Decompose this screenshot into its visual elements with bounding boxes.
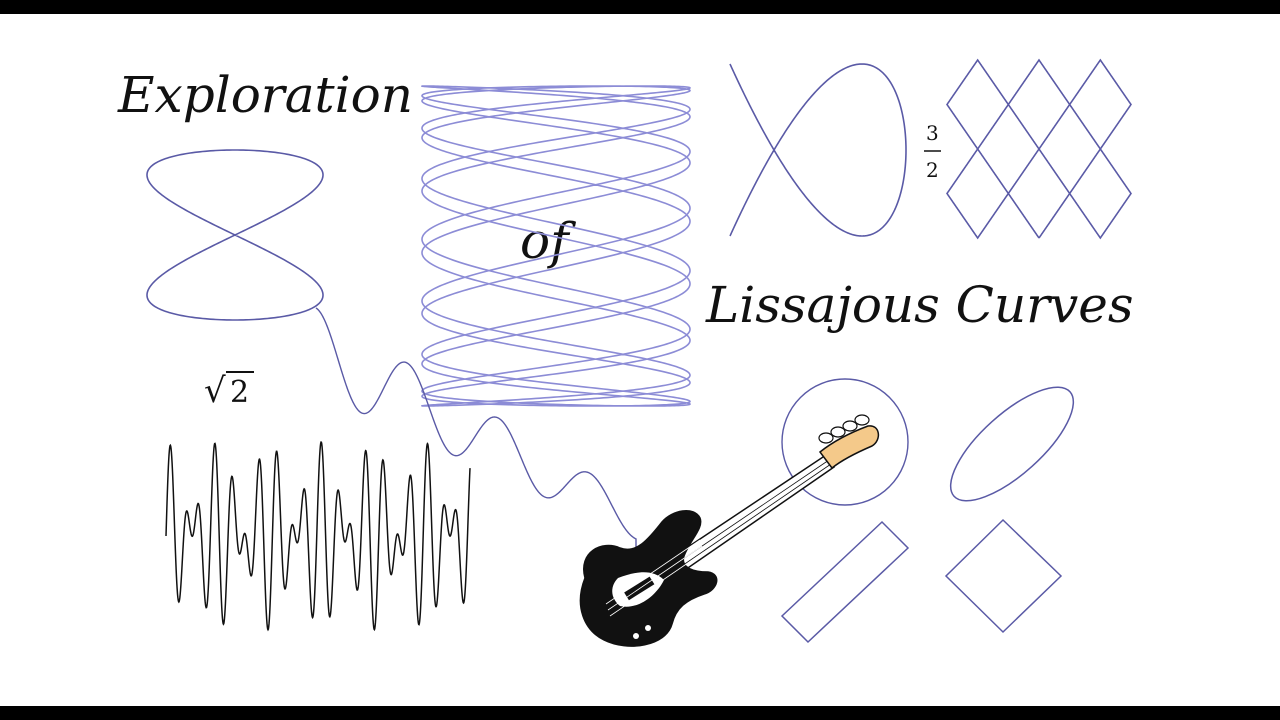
title-lissajous-curves: Lissajous Curves: [705, 276, 1134, 334]
letterbox-bottom: [0, 706, 1280, 720]
dense-lissajous-curve: [420, 85, 691, 407]
letterbox-top: [0, 0, 1280, 14]
tilted-ellipse-curve: [949, 386, 1075, 502]
svg-text:√: √: [204, 371, 226, 411]
sqrt-two-waveform: [165, 441, 471, 632]
three-two-lissajous-curve: [729, 63, 907, 237]
headstock-magnifier-circle: [781, 378, 909, 506]
bass-guitar-icon: [579, 414, 880, 647]
decaying-string-line: [315, 307, 637, 548]
diamond-curve: [944, 518, 1063, 634]
figure-eight-curve: [146, 149, 324, 321]
svg-text:3: 3: [926, 121, 939, 145]
diamond-lattice-curve: [946, 58, 1132, 240]
svg-text:2: 2: [926, 158, 939, 182]
title-exploration: Exploration: [117, 66, 413, 124]
three-halves-label: 3 2: [924, 121, 941, 182]
sqrt-two-label: √ 2: [204, 371, 254, 411]
tilted-rectangle-curve: [780, 520, 910, 644]
svg-text:2: 2: [230, 375, 249, 410]
